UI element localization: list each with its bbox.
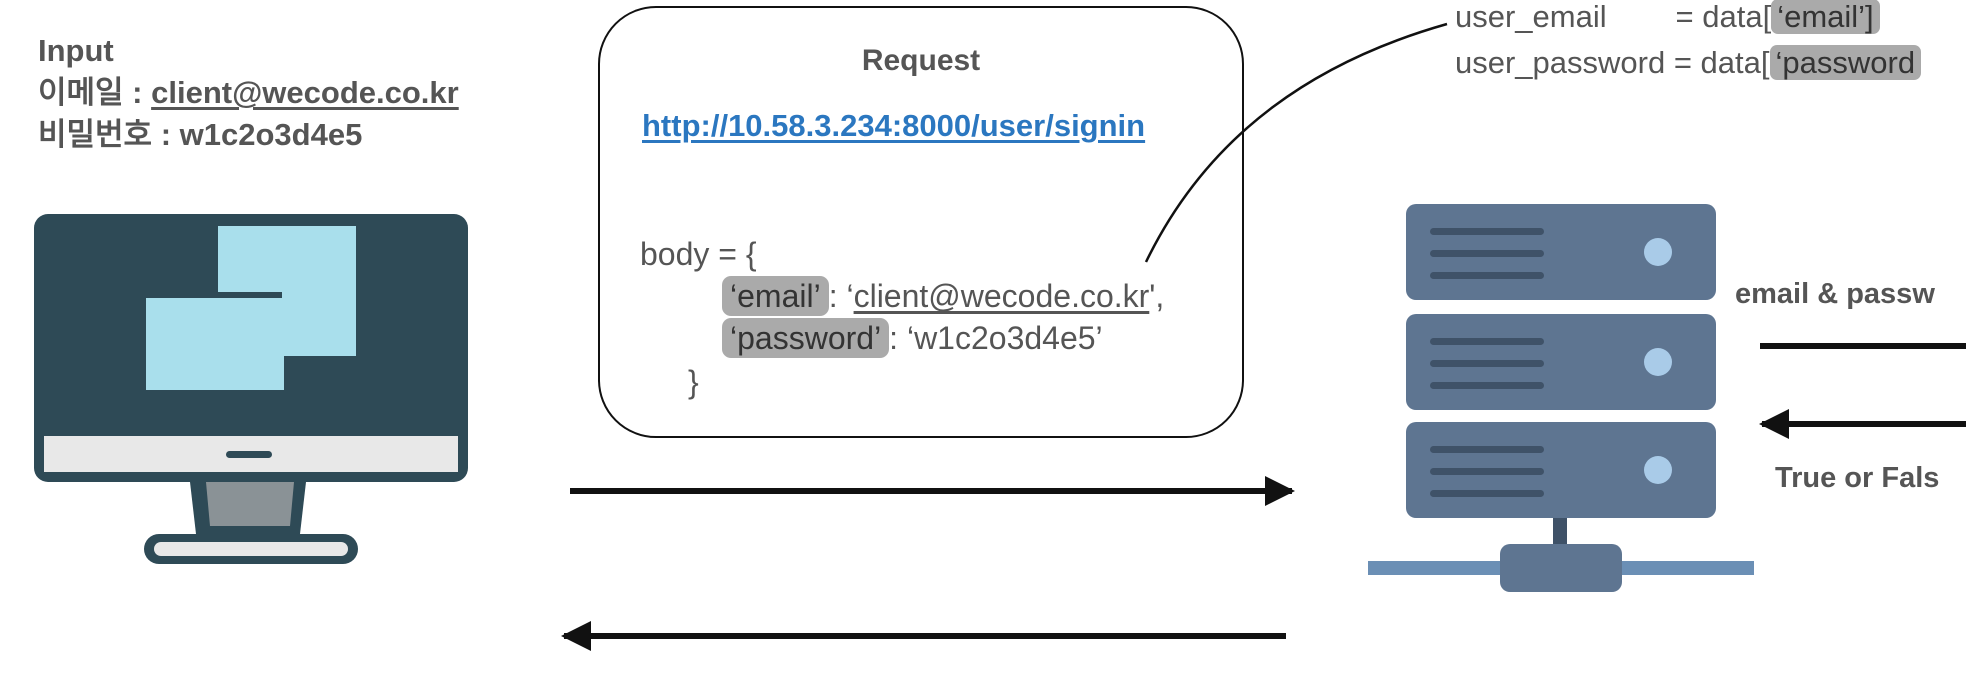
request-box: Request http://10.58.3.234:8000/user/sig…: [598, 6, 1244, 438]
password-value: w1c2o3d4e5: [179, 117, 363, 152]
email-key-pill: ‘email’: [722, 276, 829, 316]
email-body-value: client@wecode.co.kr: [853, 278, 1150, 314]
user-password-var: user_password = data[: [1455, 45, 1770, 80]
password-label: 비밀번호 :: [38, 117, 180, 152]
body-close: }: [688, 364, 699, 400]
email-sep: : ‘: [828, 278, 854, 314]
email-password-label: email & passw: [1735, 278, 1935, 310]
user-email-var: user_email: [1455, 0, 1607, 34]
password-key-highlight: ‘password: [1769, 45, 1922, 80]
email-value: client@wecode.co.kr: [151, 75, 459, 110]
request-title: Request: [861, 44, 981, 77]
body-email-line: ‘email’: ‘client@wecode.co.kr',: [722, 276, 1165, 316]
password-row: 비밀번호 : w1c2o3d4e5: [38, 114, 459, 156]
server-code-line-2: user_password = data[‘password: [1455, 40, 1922, 86]
true-false-label: True or Fals: [1775, 462, 1940, 494]
server-code: user_email = data[‘email’]user_password …: [1455, 0, 1922, 86]
email-row: 이메일 : client@wecode.co.kr: [38, 72, 459, 114]
input-title: Input: [38, 33, 114, 68]
body-open: body = {: [640, 236, 757, 272]
password-key-pill: ‘password’: [722, 318, 890, 358]
request-url-link[interactable]: http://10.58.3.234:8000/user/signin: [642, 108, 1146, 143]
email-label: 이메일 :: [38, 75, 152, 110]
server-code-line-1: user_email = data[‘email’]: [1455, 0, 1921, 40]
body-password-line: ‘password’: ‘w1c2o3d4e5’: [722, 318, 1103, 358]
server-icon: [1368, 204, 1754, 592]
password-body-value: : ‘w1c2o3d4e5’: [889, 320, 1103, 356]
email-key-highlight: ‘email’]: [1771, 0, 1880, 34]
email-end: ',: [1149, 278, 1165, 314]
connector-curve: [1144, 22, 1448, 263]
input-block: Input 이메일 : client@wecode.co.kr 비밀번호 : w…: [38, 30, 459, 156]
user-email-eq: = data[: [1675, 0, 1772, 34]
computer-monitor-icon: [34, 214, 468, 564]
